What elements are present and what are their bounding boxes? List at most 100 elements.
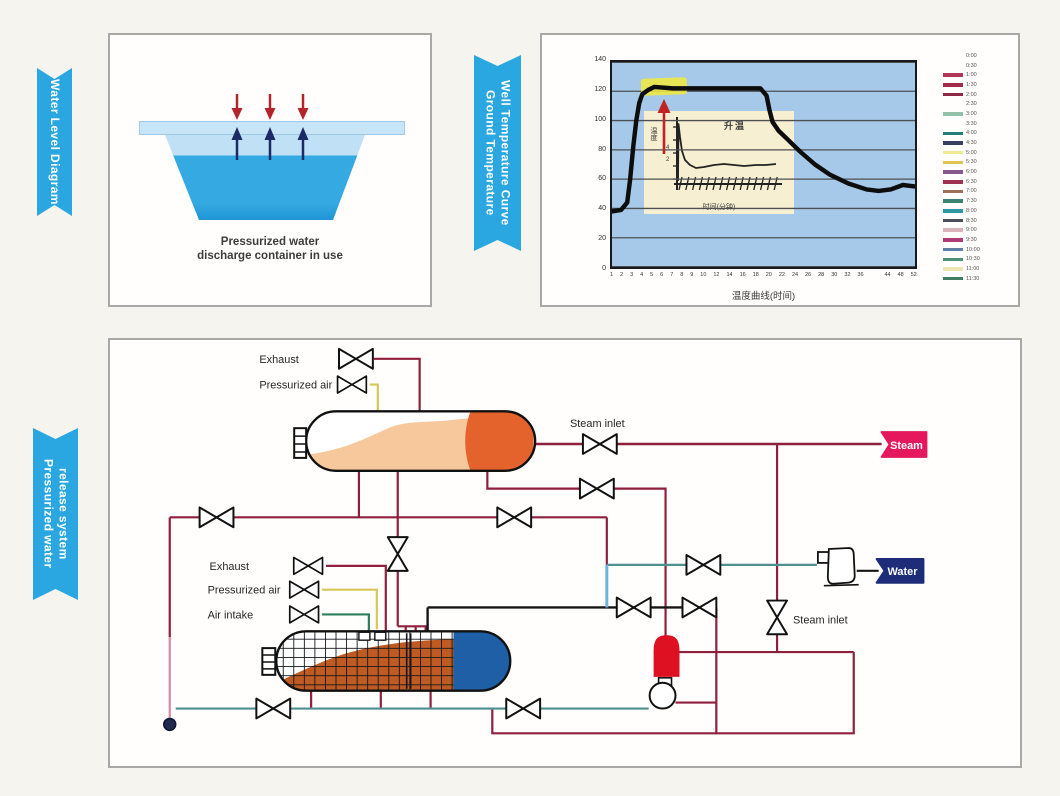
x-tick-label: 12 <box>713 272 720 278</box>
valve-header-left <box>198 506 235 529</box>
label-steam-inlet-top: Steam inlet <box>570 418 625 430</box>
x-tick-label: 26 <box>805 272 812 278</box>
water-pump-icon <box>816 547 859 587</box>
legend-swatch <box>943 276 963 281</box>
x-tick-label: 52 <box>910 272 917 278</box>
inset-tick-2: 2 <box>666 157 670 163</box>
chart-x-axis-caption: 温度曲线(时间) <box>731 291 796 302</box>
water-up-arrows <box>231 127 309 160</box>
x-tick-label: 1 <box>610 272 614 278</box>
ribbon-label-line1: Pressurized water <box>41 459 56 569</box>
tank-sediment-fill <box>276 639 454 691</box>
label-pressurized-air-lower: Pressurized air <box>208 585 281 597</box>
caption-line2: discharge container in use <box>197 250 343 262</box>
legend-swatch <box>943 103 963 107</box>
x-tick-label: 22 <box>778 272 785 278</box>
valve-water-line <box>685 553 722 576</box>
legend-label: 6:30 <box>966 178 977 185</box>
inset-title: 升温 <box>724 121 747 131</box>
temperature-curve <box>612 84 915 214</box>
legend-row: 7:00 <box>943 187 1017 197</box>
legend-label: 10:00 <box>966 246 980 253</box>
x-tick-label: 8 <box>680 272 684 278</box>
legend-row: 7:30 <box>943 196 1017 206</box>
circulation-pump-icon <box>648 681 677 710</box>
water-badge-label: Water <box>888 566 919 578</box>
x-tick-label: 6 <box>660 272 664 278</box>
label-steam-inlet-lower: Steam inlet <box>793 614 848 626</box>
valve-tank-outlet <box>578 477 615 500</box>
lower-tank-fitting <box>261 647 277 676</box>
y-tick-label: 80 <box>598 145 606 153</box>
steam-badge <box>880 431 928 458</box>
tank-blue-section <box>453 631 511 691</box>
label-pressurized-air-top: Pressurized air <box>259 380 332 392</box>
legend-swatch <box>943 180 963 184</box>
x-tick-label: 4 <box>640 272 644 278</box>
legend-label: 11:00 <box>966 265 980 272</box>
legend-label: 7:30 <box>966 198 977 205</box>
tank-port-2 <box>374 631 387 641</box>
legend-swatch <box>943 170 963 174</box>
piping-panel: Steam Water Exhaust Pressurized air Stea… <box>108 338 1022 768</box>
black-header-pipe <box>426 606 717 632</box>
valve-tank-drop <box>386 536 409 572</box>
inset-curve <box>673 117 782 191</box>
y-tick-label: 20 <box>598 235 606 243</box>
valve-steam-inlet-lower <box>766 599 789 636</box>
steam-badge-label: Steam <box>890 440 923 452</box>
x-tick-label: 24 <box>791 272 799 278</box>
y-tick-label: 0 <box>602 264 606 272</box>
legend-swatch <box>943 218 963 223</box>
legend-swatch <box>943 92 963 97</box>
label-exhaust-top: Exhaust <box>259 354 299 366</box>
valve-air-intake <box>288 605 320 624</box>
legend-label: 4:30 <box>966 140 977 147</box>
legend-label: 0:00 <box>966 52 977 59</box>
legend-label: 2:00 <box>966 91 977 98</box>
dark-red-pipes <box>168 357 882 735</box>
water-panel-caption: Pressurized water discharge container in… <box>110 235 430 263</box>
valve-header2-left <box>615 596 652 619</box>
y-tick-label: 100 <box>594 115 606 123</box>
legend-row: 1:30 <box>943 80 1017 90</box>
legend-label: 1:30 <box>966 81 977 88</box>
label-exhaust-lower: Exhaust <box>210 561 250 573</box>
legend-row: 3:00 <box>943 109 1017 119</box>
drain-ball-icon <box>163 717 177 732</box>
inset-tick-4: 4 <box>666 145 670 151</box>
legend-label: 8:00 <box>966 207 977 214</box>
valve-pressurized-air-top <box>336 375 368 394</box>
legend-swatch <box>943 189 963 194</box>
legend-swatch <box>943 131 963 136</box>
legend-swatch <box>943 122 963 126</box>
tank-hot-section <box>465 411 534 471</box>
label-air-intake: Air intake <box>208 609 254 621</box>
legend-swatch <box>943 83 963 87</box>
legend-row: 5:00 <box>943 148 1017 158</box>
legend-row: 10:30 <box>943 254 1017 264</box>
ribbon-label: Water Level Diagram <box>48 79 62 205</box>
legend-swatch <box>943 257 963 262</box>
legend-label: 3:00 <box>966 110 977 117</box>
legend-row: 9:30 <box>943 235 1017 245</box>
caption-line1: Pressurized water <box>220 236 320 248</box>
water-container <box>165 135 365 220</box>
valve-header-mid <box>496 506 533 529</box>
legend-row: 4:00 <box>943 129 1017 139</box>
ribbon-water-level-diagram: Water Level Diagram <box>37 68 72 216</box>
x-tick-label: 14 <box>726 272 733 278</box>
ribbon-pressurized-water-release-system: Pressurized water release system <box>33 428 78 600</box>
legend-row: 5:30 <box>943 158 1017 168</box>
x-tick-label: 30 <box>831 272 838 278</box>
legend-label: 5:00 <box>966 149 977 156</box>
valve-exhaust-lower <box>292 556 324 576</box>
x-tick-label: 7 <box>670 272 674 278</box>
x-tick-label: 44 <box>884 272 891 278</box>
ribbon-label-line2: release system <box>56 468 71 560</box>
tank-mesh-grid <box>276 631 454 691</box>
curve-line <box>612 84 915 214</box>
legend-label: 4:00 <box>966 130 977 137</box>
legend-swatch <box>943 209 963 213</box>
